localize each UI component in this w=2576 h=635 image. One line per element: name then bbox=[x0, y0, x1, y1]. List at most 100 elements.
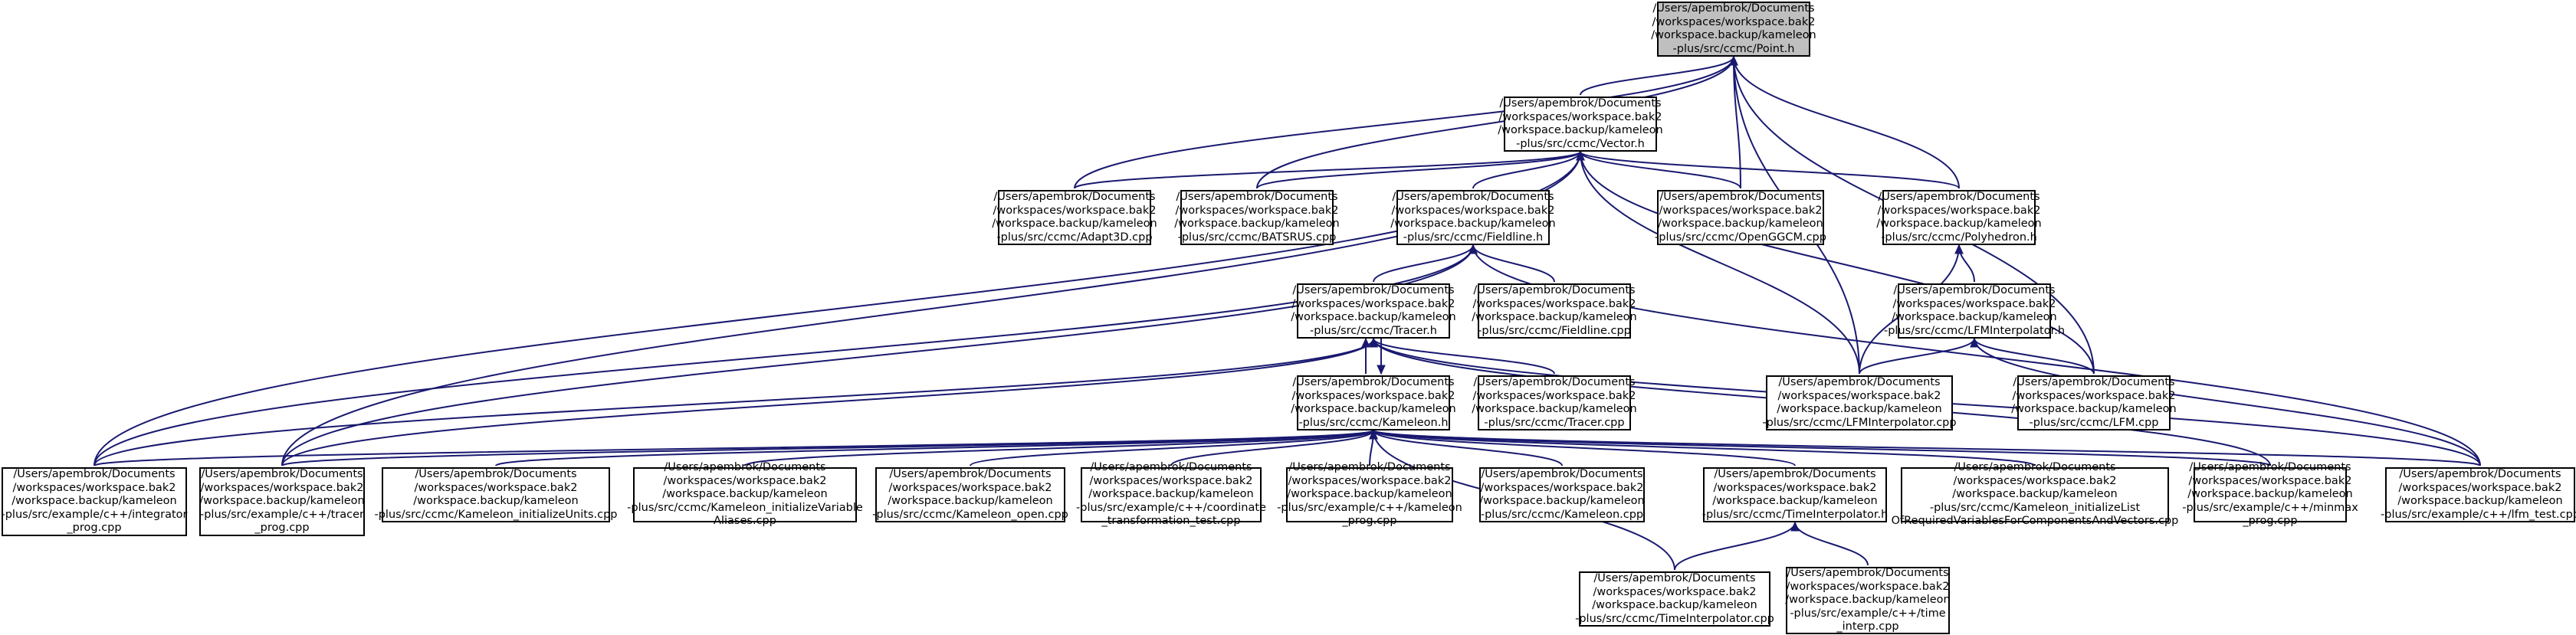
file-path-line: -plus/src/ccmc/Fieldline.cpp bbox=[1478, 324, 1631, 337]
file-path-line: /Users/apembrok/Documents bbox=[1893, 284, 2056, 296]
file-path-line: /workspace.backup/kameleon bbox=[1777, 403, 1942, 415]
file-path-line: /workspace.backup/kameleon bbox=[1390, 218, 1556, 230]
edge-arrowhead bbox=[1576, 150, 1585, 161]
file-path-line: _prog.cpp bbox=[1342, 515, 1397, 528]
file-path-line: _interp.cpp bbox=[1836, 620, 1899, 633]
file-path-line: -plus/src/ccmc/Point.h bbox=[1672, 42, 1795, 55]
file-node-kameleon-prog[interactable]: /Users/apembrok/Documents/workspaces/wor… bbox=[1277, 461, 1462, 527]
file-path-line: /workspace.backup/kameleon bbox=[1592, 599, 1757, 611]
file-path-line: /workspace.backup/kameleon bbox=[1892, 311, 2057, 323]
file-node-vector[interactable]: /Users/apembrok/Documents/workspaces/wor… bbox=[1498, 97, 1663, 152]
file-node-kameleon-open[interactable]: /Users/apembrok/Documents/workspaces/wor… bbox=[872, 467, 1068, 522]
file-path-line: /Users/apembrok/Documents bbox=[1787, 567, 1949, 580]
file-node-adapt3d[interactable]: /Users/apembrok/Documents/workspaces/wor… bbox=[992, 190, 1157, 245]
include-edge-timeinterp-cpp-to-timeinterp-h bbox=[1674, 522, 1796, 571]
file-path-line: /workspace.backup/kameleon bbox=[1088, 488, 1254, 501]
file-path-line: /Users/apembrok/Documents bbox=[2013, 376, 2175, 388]
file-node-fieldline-cpp[interactable]: /Users/apembrok/Documents/workspaces/wor… bbox=[1472, 283, 1637, 339]
file-path-line: /Users/apembrok/Documents bbox=[415, 468, 577, 480]
file-node-minmax[interactable]: /Users/apembrok/Documents/workspaces/wor… bbox=[2182, 461, 2358, 527]
file-path-line: /workspace.backup/kameleon bbox=[1287, 488, 1452, 501]
include-edge-tracer-prog-to-tracer-h bbox=[281, 338, 1374, 466]
file-node-tracer-prog[interactable]: /Users/apembrok/Documents/workspaces/wor… bbox=[199, 467, 365, 536]
file-path-line: /workspaces/workspace.bak2 bbox=[1291, 297, 1455, 310]
file-path-line: /workspaces/workspace.bak2 bbox=[12, 481, 176, 494]
file-node-lfm-cpp[interactable]: /Users/apembrok/Documents/workspaces/wor… bbox=[2011, 375, 2177, 430]
file-path-line: /workspaces/workspace.bak2 bbox=[1089, 474, 1253, 487]
file-node-polyhedron[interactable]: /Users/apembrok/Documents/workspaces/wor… bbox=[1876, 190, 2042, 245]
file-path-line: /workspaces/workspace.bak2 bbox=[200, 481, 364, 494]
file-path-line: /workspaces/workspace.bak2 bbox=[993, 204, 1157, 217]
file-node-lfm-test[interactable]: /Users/apembrok/Documents/workspaces/wor… bbox=[2381, 467, 2576, 522]
include-edge-batsrus-to-point bbox=[1256, 56, 1734, 189]
file-path-line: /Users/apembrok/Documents bbox=[1593, 572, 1756, 584]
file-path-line: /workspace.backup/kameleon bbox=[1479, 495, 1645, 507]
file-node-kameleon-cpp[interactable]: /Users/apembrok/Documents/workspaces/wor… bbox=[1479, 467, 1645, 522]
file-path-line: /workspaces/workspace.bak2 bbox=[1593, 585, 1757, 598]
file-node-timeinterp-h[interactable]: /Users/apembrok/Documents/workspaces/wor… bbox=[1702, 467, 1888, 522]
file-path-line: -plus/src/ccmc/LFMInterpolator.cpp bbox=[1762, 416, 1957, 429]
file-path-line: /workspaces/workspace.bak2 bbox=[1659, 204, 1823, 217]
include-edge-tracer-prog-to-kameleon-h bbox=[281, 430, 1374, 466]
file-path-line: /Users/apembrok/Documents bbox=[2189, 461, 2351, 474]
file-path-line: /workspace.backup/kameleon bbox=[1785, 594, 1951, 607]
file-node-integrator[interactable]: /Users/apembrok/Documents/workspaces/wor… bbox=[2, 467, 188, 536]
edge-arrowhead bbox=[1729, 55, 1738, 66]
include-edge-timeinterp-h-to-kameleon-h bbox=[1373, 430, 1796, 466]
file-path-line: -plus/src/ccmc/Tracer.cpp bbox=[1484, 416, 1625, 429]
edge-arrowhead bbox=[1790, 521, 1800, 532]
file-path-line: /workspace.backup/kameleon bbox=[1876, 218, 2042, 230]
file-path-line: /Users/apembrok/Documents bbox=[1392, 191, 1554, 203]
include-edge-lfm-cpp-to-lfminterp-h bbox=[1974, 338, 2095, 375]
file-node-init-units[interactable]: /Users/apembrok/Documents/workspaces/wor… bbox=[374, 467, 618, 522]
file-path-line: /workspaces/workspace.bak2 bbox=[2012, 389, 2176, 402]
file-path-line: -plus/src/ccmc/Tracer.h bbox=[1310, 324, 1437, 337]
include-edge-coord-test-to-kameleon-h bbox=[1170, 430, 1374, 466]
file-node-kameleon-h[interactable]: /Users/apembrok/Documents/workspaces/wor… bbox=[1291, 375, 1456, 430]
file-path-line: -plus/src/example/c++/kameleon bbox=[1277, 501, 1462, 514]
include-edge-batsrus-to-vector bbox=[1256, 151, 1581, 189]
file-node-openggcm[interactable]: /Users/apembrok/Documents/workspaces/wor… bbox=[1655, 190, 1826, 245]
file-node-init-list[interactable]: /Users/apembrok/Documents/workspaces/wor… bbox=[1892, 461, 2179, 527]
file-path-line: /workspaces/workspace.bak2 bbox=[1777, 389, 1941, 402]
file-path-line: /workspaces/workspace.bak2 bbox=[1652, 15, 1816, 28]
file-node-coord-test[interactable]: /Users/apembrok/Documents/workspaces/wor… bbox=[1076, 461, 1266, 527]
file-path-line: /workspace.backup/kameleon bbox=[1472, 403, 1637, 415]
file-path-line: /workspace.backup/kameleon bbox=[1658, 218, 1823, 230]
file-path-line: /workspace.backup/kameleon bbox=[2187, 488, 2353, 501]
file-path-line: _prog.cpp bbox=[2243, 515, 2298, 528]
file-path-line: Aliases.cpp bbox=[714, 515, 776, 528]
file-path-line: /Users/apembrok/Documents bbox=[1652, 2, 1815, 15]
file-node-batsrus[interactable]: /Users/apembrok/Documents/workspaces/wor… bbox=[1174, 190, 1340, 245]
include-edge-vector-to-point bbox=[1580, 56, 1734, 96]
file-path-line: -plus/src/ccmc/Kameleon_initializeList bbox=[1929, 501, 2141, 514]
file-path-line: /workspaces/workspace.bak2 bbox=[1291, 389, 1455, 402]
file-path-line: /Users/apembrok/Documents bbox=[1659, 191, 1822, 203]
file-node-tracer-cpp[interactable]: /Users/apembrok/Documents/workspaces/wor… bbox=[1472, 375, 1637, 430]
file-path-line: /Users/apembrok/Documents bbox=[1481, 468, 1643, 480]
file-path-line: -plus/src/ccmc/Kameleon_initializeVariab… bbox=[627, 501, 863, 514]
file-node-tracer-h[interactable]: /Users/apembrok/Documents/workspaces/wor… bbox=[1291, 283, 1456, 339]
file-path-line: /Users/apembrok/Documents bbox=[1778, 376, 1941, 388]
file-path-line: -plus/src/ccmc/Kameleon.cpp bbox=[1480, 508, 1644, 521]
edge-arrowhead bbox=[1369, 337, 1378, 348]
file-node-lfminterp-cpp[interactable]: /Users/apembrok/Documents/workspaces/wor… bbox=[1762, 375, 1957, 430]
file-path-line: -plus/src/ccmc/Kameleon.h bbox=[1298, 416, 1449, 429]
file-path-line: /Users/apembrok/Documents bbox=[1499, 97, 1662, 110]
file-path-line: /workspaces/workspace.bak2 bbox=[1892, 297, 2056, 310]
file-node-lfminterp-h[interactable]: /Users/apembrok/Documents/workspaces/wor… bbox=[1884, 283, 2065, 339]
file-node-fieldline-h[interactable]: /Users/apembrok/Documents/workspaces/wor… bbox=[1390, 190, 1556, 245]
edge-arrowhead bbox=[1970, 337, 1979, 348]
file-path-line: /workspaces/workspace.bak2 bbox=[2398, 481, 2562, 494]
file-path-line: /workspace.backup/kameleon bbox=[11, 495, 177, 508]
file-path-line: /Users/apembrok/Documents bbox=[664, 461, 826, 474]
file-path-line: /Users/apembrok/Documents bbox=[201, 468, 363, 481]
file-node-time-interp-prog[interactable]: /Users/apembrok/Documents/workspaces/wor… bbox=[1785, 567, 1951, 634]
file-path-line: /workspace.backup/kameleon bbox=[1651, 29, 1816, 41]
file-path-line: /workspaces/workspace.bak2 bbox=[1877, 204, 2041, 217]
file-node-timeinterp-cpp[interactable]: /Users/apembrok/Documents/workspaces/wor… bbox=[1575, 571, 1774, 627]
file-path-line: -plus/src/example/c++/coordinate bbox=[1076, 501, 1266, 514]
file-path-line: /Users/apembrok/Documents bbox=[1176, 191, 1338, 203]
file-node-init-aliases[interactable]: /Users/apembrok/Documents/workspaces/wor… bbox=[627, 461, 863, 527]
